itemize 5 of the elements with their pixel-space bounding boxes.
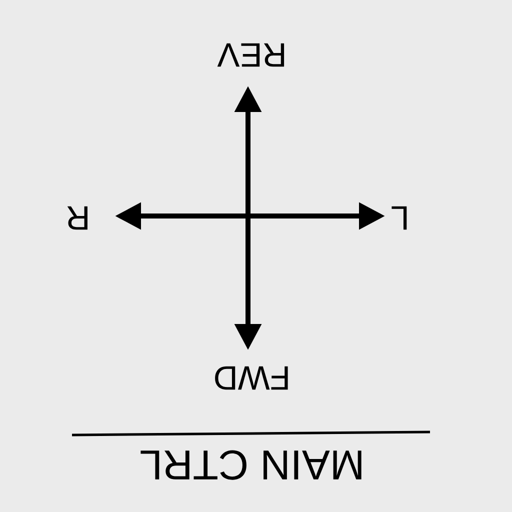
direction-label: R xyxy=(67,206,88,230)
direction-label: FWD xyxy=(215,366,288,390)
panel-title: MAIN CTRL xyxy=(140,450,362,480)
direction-label: REV xyxy=(217,43,284,67)
direction-label: L xyxy=(392,206,407,230)
